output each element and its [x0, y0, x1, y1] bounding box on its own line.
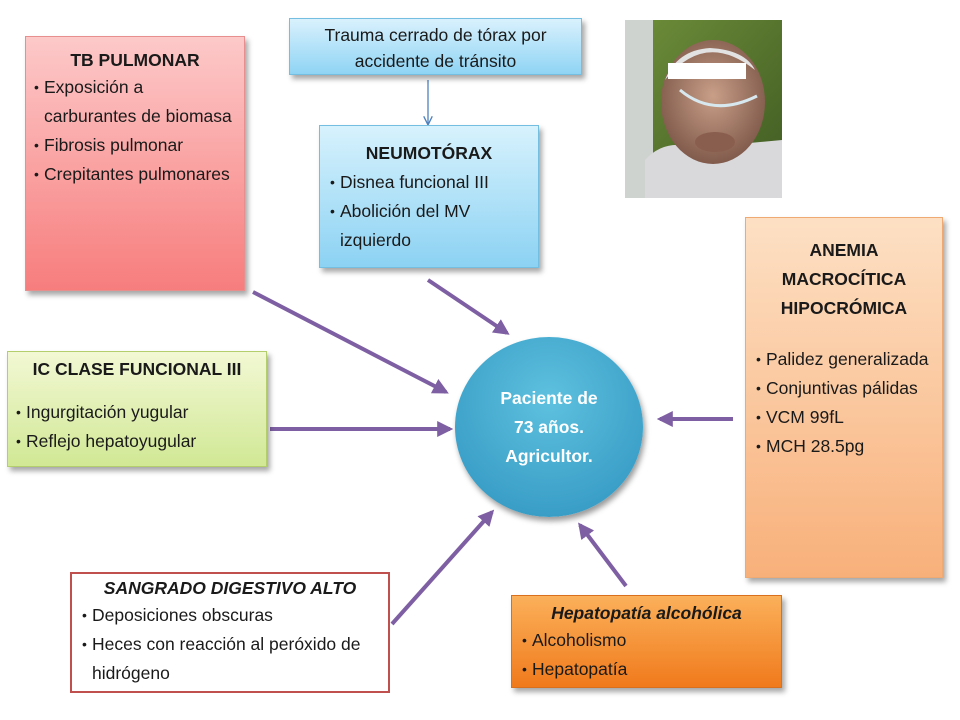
tb-title: TB PULMONAR — [70, 50, 200, 70]
tb-item: Exposición a carburantes de biomasa — [34, 73, 236, 131]
ic-item: Ingurgitación yugular — [16, 398, 258, 427]
anemia-item: MCH 28.5pg — [756, 432, 932, 461]
ic-box: IC CLASE FUNCIONAL III Ingurgitación yug… — [7, 351, 267, 467]
patient-photo — [625, 20, 782, 198]
neumotorax-item: Abolición del MV izquierdo — [330, 197, 528, 255]
arrow-sangrado-to-patient — [390, 509, 495, 626]
anemia-item: Palidez generalizada — [756, 345, 932, 374]
trauma-text: Trauma cerrado de tórax por accidente de… — [324, 25, 547, 71]
hepatopatia-title: Hepatopatía alcohólica — [551, 603, 742, 623]
sangrado-item: Deposiciones obscuras — [82, 601, 378, 630]
sangrado-item: Heces con reacción al peróxido de hidróg… — [82, 630, 378, 688]
trauma-box: Trauma cerrado de tórax por accidente de… — [289, 18, 582, 75]
hepatopatia-item: Hepatopatía — [522, 655, 771, 684]
tb-pulmonar-box: TB PULMONAR Exposición a carburantes de … — [25, 36, 245, 291]
neumotorax-box: NEUMOTÓRAX Disnea funcional III Abolició… — [319, 125, 539, 268]
tb-item: Crepitantes pulmonares — [34, 160, 236, 189]
sangrado-title: SANGRADO DIGESTIVO ALTO — [103, 578, 357, 598]
arrow-hepatopatia-to-patient — [578, 522, 628, 588]
anemia-item: VCM 99fL — [756, 403, 932, 432]
hepatopatia-item: Alcoholismo — [522, 626, 771, 655]
arrow-tb-to-patient — [252, 290, 449, 394]
tb-item: Fibrosis pulmonar — [34, 131, 236, 160]
anemia-box: ANEMIA MACROCÍTICA HIPOCRÓMICA Palidez g… — [745, 217, 943, 578]
neumotorax-title: NEUMOTÓRAX — [365, 143, 493, 163]
ic-item: Reflejo hepatoyugular — [16, 427, 258, 456]
arrow-neumotorax-to-patient — [426, 278, 510, 335]
patient-photo-image — [625, 20, 782, 198]
hepatopatia-box: Hepatopatía alcohólica Alcoholismo Hepat… — [511, 595, 782, 688]
patient-circle: Paciente de 73 años. Agricultor. — [455, 337, 643, 517]
neumotorax-item: Disnea funcional III — [330, 168, 528, 197]
patient-text: Paciente de 73 años. Agricultor. — [500, 387, 598, 466]
anemia-item: Conjuntivas pálidas — [756, 374, 932, 403]
anemia-title: ANEMIA MACROCÍTICA HIPOCRÓMICA — [780, 240, 908, 318]
ic-title: IC CLASE FUNCIONAL III — [32, 359, 242, 379]
sangrado-box: SANGRADO DIGESTIVO ALTO Deposiciones obs… — [70, 572, 390, 693]
